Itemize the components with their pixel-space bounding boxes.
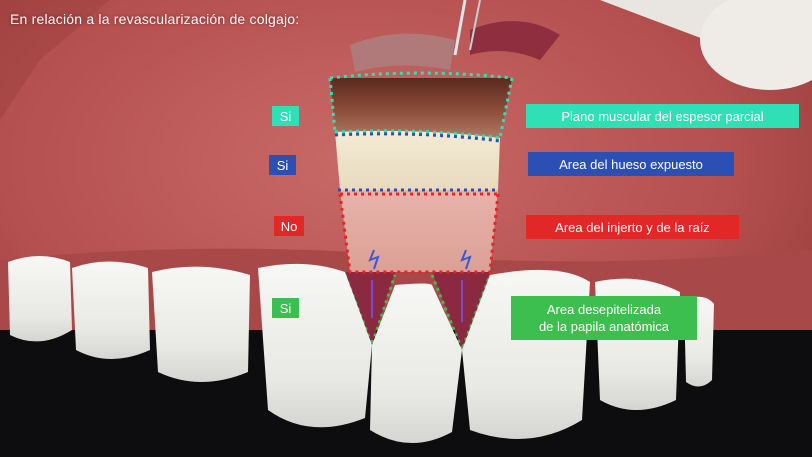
answer-text: Si <box>277 158 289 173</box>
answer-text: Si <box>280 301 292 316</box>
label-exposed-bone: Area del hueso expuesto <box>528 152 734 176</box>
answer-badge-graft-and-root: No <box>274 216 304 236</box>
label-deepithelialized-papilla: Area desepitelizada de la papila anatómi… <box>511 296 697 340</box>
answer-badge-exposed-bone: Si <box>269 155 296 175</box>
answer-text: No <box>281 219 298 234</box>
label-line-2: de la papila anatómica <box>539 318 669 335</box>
label-text: Plano muscular del espesor parcial <box>561 109 763 124</box>
label-line-1: Area desepitelizada <box>547 301 661 318</box>
answer-badge-muscle-plane: Si <box>272 106 299 126</box>
label-graft-and-root: Area del injerto y de la raíz <box>526 215 739 239</box>
label-text: Area del injerto y de la raíz <box>555 220 710 235</box>
answer-badge-deepithelialized-papilla: Si <box>272 298 299 318</box>
label-muscle-plane: Plano muscular del espesor parcial <box>526 104 799 128</box>
label-text: Area del hueso expuesto <box>559 157 703 172</box>
illustration-caption: En relación a la revascularización de co… <box>10 11 299 27</box>
answer-text: Si <box>280 109 292 124</box>
